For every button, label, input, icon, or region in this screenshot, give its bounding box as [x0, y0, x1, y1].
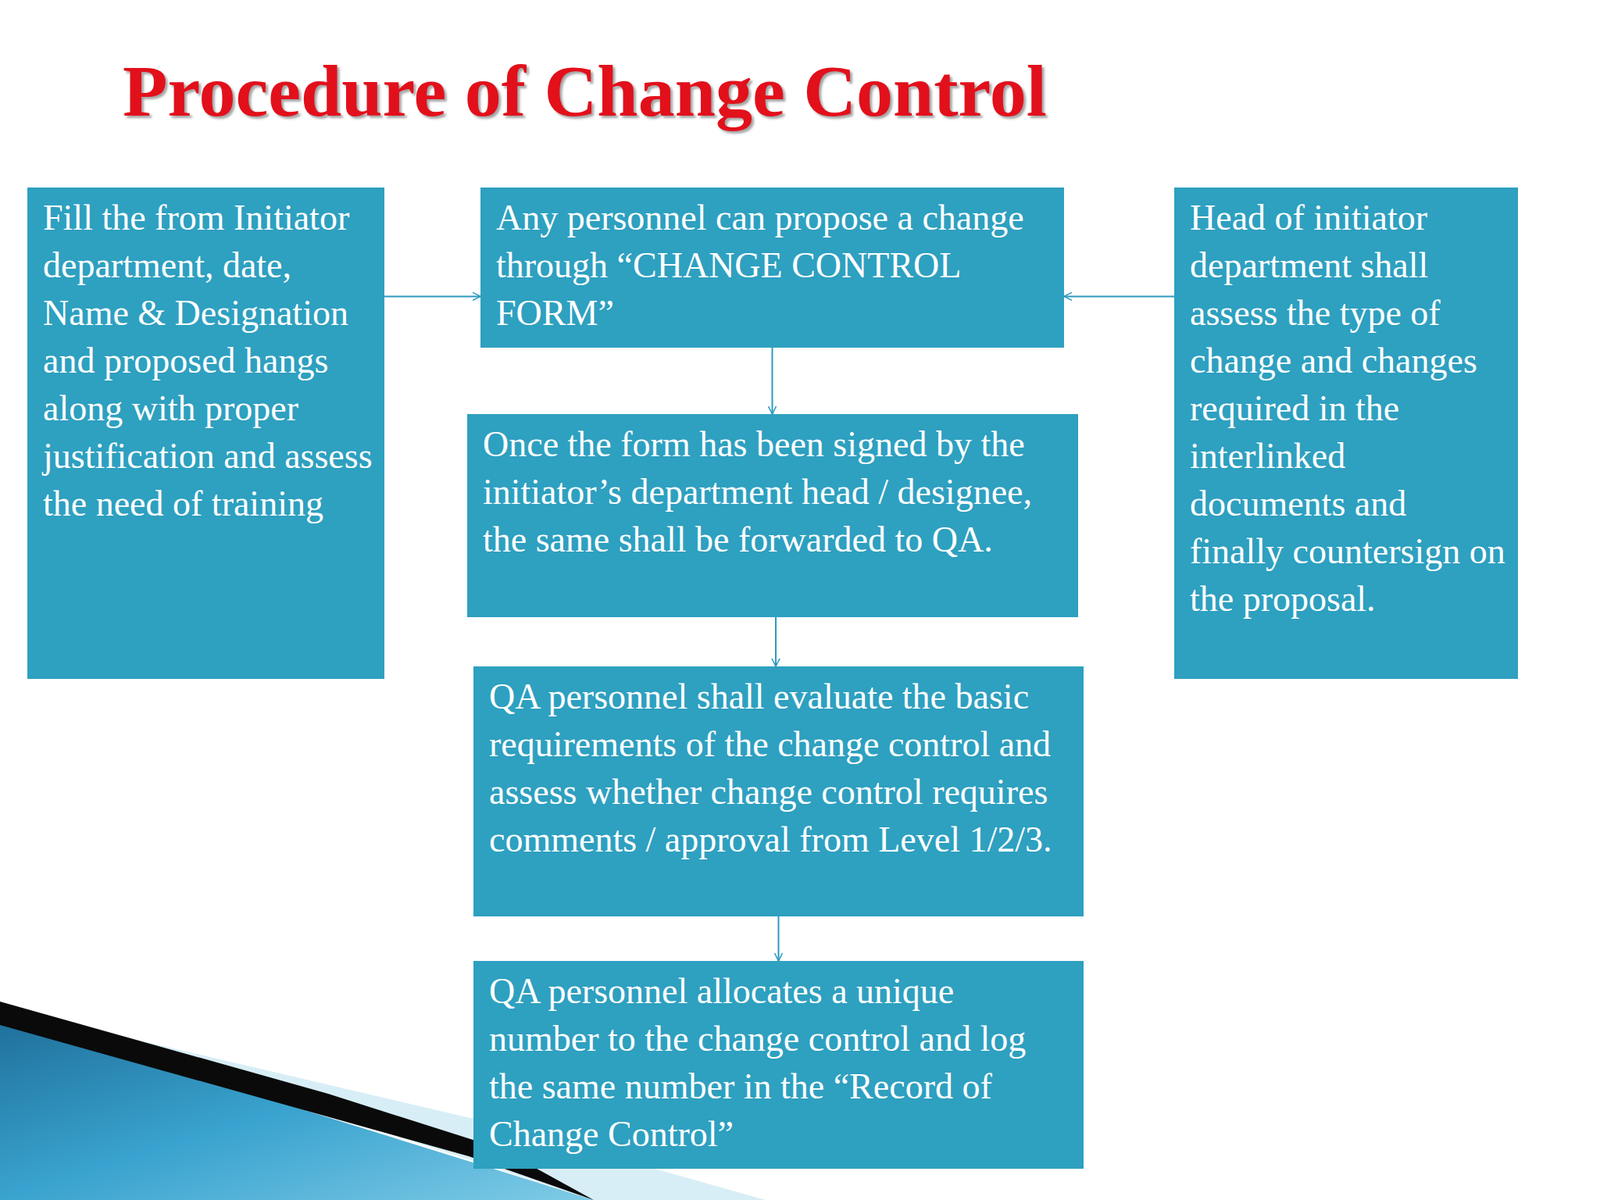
arrow-connector — [775, 617, 777, 667]
box-text: Any personnel can propose a change throu… — [496, 193, 1054, 337]
box-text: Once the form has been signed by the ini… — [482, 420, 1068, 564]
process-box: QA personnel shall evaluate the basic re… — [473, 666, 1084, 917]
arrow-connector — [778, 916, 780, 961]
process-box: Once the form has been signed by the ini… — [467, 414, 1079, 618]
arrow-connector — [1064, 295, 1175, 297]
arrow-connector — [771, 347, 774, 415]
box-text: Head of initiator department shall asses… — [1189, 193, 1508, 623]
box-text: Fill the from Initiator department, date… — [42, 193, 374, 528]
box-text: QA personnel allocates a unique number t… — [489, 967, 1073, 1158]
process-box: Any personnel can propose a change throu… — [480, 187, 1065, 348]
arrow-connector — [384, 295, 481, 297]
process-box: Fill the from Initiator department, date… — [27, 187, 385, 679]
process-box: QA personnel allocates a unique number t… — [473, 960, 1084, 1169]
title: Procedure of Change Control — [122, 48, 1047, 133]
process-box: Head of initiator department shall asses… — [1174, 187, 1518, 679]
box-text: QA personnel shall evaluate the basic re… — [489, 672, 1073, 864]
